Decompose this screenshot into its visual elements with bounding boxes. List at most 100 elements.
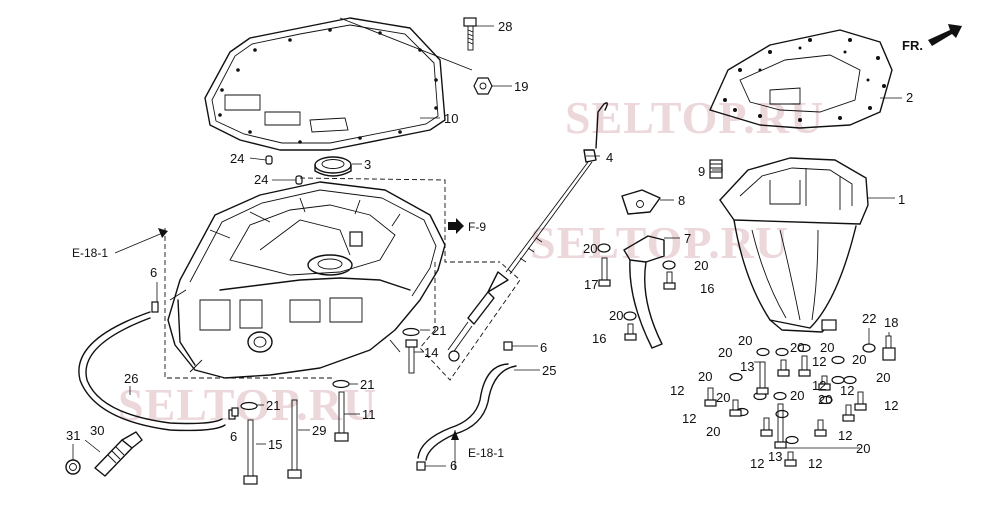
callout-12i: 12 (808, 456, 822, 471)
arrow-right-icon (448, 218, 464, 234)
washer-20c11 (775, 409, 789, 419)
clip-6c (231, 407, 239, 417)
gasket-10 (204, 17, 446, 151)
callout-16a: 16 (700, 281, 714, 296)
callout-20o: 20 (856, 441, 870, 456)
callout-9: 9 (698, 164, 705, 179)
ref-f9: F-9 (448, 218, 486, 234)
washer-20-bracket-c (623, 311, 637, 321)
extension-case-1 (719, 157, 869, 333)
watermark-middle: SELTOP.RU (530, 217, 789, 268)
nut-19 (473, 77, 493, 95)
plug-9 (709, 159, 723, 179)
dipstick-boundary-dash (419, 261, 521, 381)
dowel-pin-24b (295, 175, 303, 185)
leader-lines (72, 25, 902, 467)
bolt-17 (598, 257, 611, 287)
callout-15: 15 (268, 437, 282, 452)
callout-20l: 20 (790, 388, 804, 403)
callout-20b: 20 (694, 258, 708, 273)
dipstick-tube (447, 271, 509, 362)
callout-labels: 1 2 3 4 6 6 6 6 7 8 9 10 11 12 12 12 12 … (66, 19, 913, 473)
front-label: FR. (902, 38, 923, 53)
callout-6a: 6 (150, 265, 157, 280)
washer-20-bracket-a (597, 243, 611, 253)
washer-20c4 (831, 355, 845, 365)
clip-6d (503, 341, 513, 351)
washer-20c6 (843, 375, 857, 385)
gasket-10-guide (339, 17, 473, 71)
bolt-14 (405, 339, 418, 374)
callout-14: 14 (424, 345, 438, 360)
callout-24b: 24 (254, 172, 268, 187)
callout-20n: 20 (706, 424, 720, 439)
dipstick-4 (505, 102, 608, 275)
callout-24a: 24 (230, 151, 244, 166)
washer-20-bracket-b (662, 260, 676, 270)
bolt-18 (882, 335, 896, 361)
washer-20c3 (797, 343, 811, 353)
guide-bracket-7 (623, 235, 665, 349)
ref-e18-left-label: E-18-1 (72, 246, 108, 260)
callout-20f: 20 (790, 340, 804, 355)
callout-21b: 21 (360, 377, 374, 392)
callout-11: 11 (362, 407, 376, 422)
washer-21b (332, 379, 350, 389)
callout-2: 2 (906, 90, 913, 105)
watermark-top: SELTOP.RU (565, 92, 824, 143)
callout-28: 28 (498, 19, 512, 34)
breather-hose-26 (78, 311, 226, 432)
callout-7: 7 (684, 231, 691, 246)
bolt-15 (243, 419, 258, 485)
callout-12c: 12 (670, 383, 684, 398)
callout-17: 17 (584, 277, 598, 292)
washer-20c10 (773, 391, 787, 401)
callout-31: 31 (66, 428, 80, 443)
washer-22 (862, 343, 876, 353)
washer-21c (240, 401, 258, 411)
case-boundary-dash-top (299, 177, 500, 263)
callout-20d: 20 (738, 333, 752, 348)
case-boundary-dash-left (164, 228, 335, 379)
breather-hose-25 (417, 363, 517, 461)
callout-20a: 20 (583, 241, 597, 256)
callout-8: 8 (678, 193, 685, 208)
callout-20j: 20 (698, 369, 712, 384)
washer-20c12 (819, 395, 833, 405)
callout-4: 4 (606, 150, 613, 165)
bolt-13a (759, 361, 766, 391)
callout-12f: 12 (884, 398, 898, 413)
oil-pan-case (167, 181, 446, 379)
callout-18: 18 (884, 315, 898, 330)
callout-12e: 12 (840, 383, 854, 398)
callout-20i: 20 (876, 370, 890, 385)
callout-13b: 13 (768, 449, 782, 464)
ref-e18-bottom-label: E-18-1 (468, 446, 504, 460)
hose-clip-6a (151, 301, 159, 313)
callout-20c: 20 (609, 308, 623, 323)
oil-seal-3 (314, 156, 352, 177)
washer-20c2 (775, 347, 789, 357)
drain-fitting-30 (94, 431, 143, 477)
callout-12g: 12 (838, 428, 852, 443)
callout-30: 30 (90, 423, 104, 438)
callout-16b: 16 (592, 331, 606, 346)
gasket-2 (709, 29, 893, 129)
callout-1: 1 (898, 192, 905, 207)
hose-clamp-31 (65, 459, 81, 475)
callout-26: 26 (124, 371, 138, 386)
callout-22: 22 (862, 311, 876, 326)
washer-20c13 (785, 435, 799, 445)
callout-20h: 20 (852, 352, 866, 367)
callout-21c: 21 (266, 398, 280, 413)
bolt-29 (287, 399, 302, 479)
callout-12d: 12 (682, 411, 696, 426)
bolt-16a (663, 271, 676, 290)
clip-6e (416, 461, 426, 471)
callout-20g: 20 (820, 340, 834, 355)
dowel-pin-24a (265, 155, 273, 165)
washer-21a (402, 327, 420, 337)
callout-12a: 12 (812, 354, 826, 369)
